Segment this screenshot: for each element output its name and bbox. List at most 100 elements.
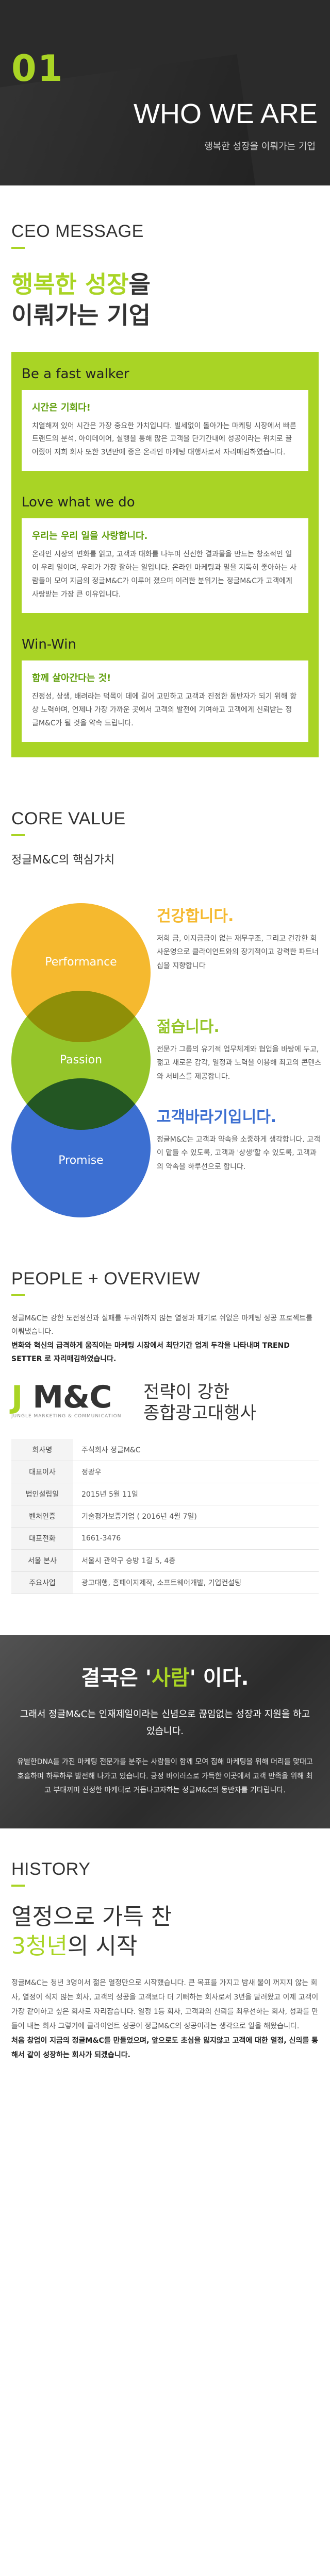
info-value: 주식회사 정글M&C [73, 1439, 319, 1462]
history-paragraph-strong: 처음 창업이 지금의 정글M&C를 만들었으며, 앞으로도 초심을 잃지않고 고… [11, 2036, 318, 2059]
core-value-section: CORE VALUE 정글M&C의 핵심가치 Performance Passi… [0, 778, 330, 1238]
banner-line: 그래서 정글M&C는 인재제일이라는 신념으로 끊임없는 성장과 지원을 하고 … [20, 1709, 310, 1737]
people-overview-section: PEOPLE + OVERVIEW 정글M&C는 강한 도전정신과 실패를 두려… [0, 1238, 330, 1615]
slogan-text: 이뤄가는 기업 [11, 301, 151, 329]
ceo-card-title: 시간은 기회다! [32, 402, 91, 413]
title-underline [11, 1294, 25, 1296]
core-value-item: 젊습니다. 전문가 그룹의 유기적 업무체계와 협업을 바탕에 두고, 젊고 새… [157, 1014, 322, 1084]
core-value-item: 고객바라기입니다. 정글M&C는 고객과 약속을 소중하게 생각합니다. 고객이… [157, 1104, 322, 1174]
circle-label: Promise [58, 1154, 104, 1167]
banner-heading-accent: 사람 [152, 1666, 190, 1690]
intro-paragraph-strong: 변화와 혁신의 급격하게 움직이는 마케팅 시장에서 최단기간 업계 두각을 나… [11, 1341, 290, 1364]
history-slogan-line: 열정으로 가득 찬 [11, 1904, 172, 1930]
info-key: 서울 본사 [11, 1549, 73, 1572]
company-logo-row: J M&C JUNGLE MARKETING & COMMUNICATION 전… [11, 1382, 319, 1424]
title-underline [11, 1885, 25, 1887]
ceo-slogan: 행복한 성장을 이뤄가는 기업 [11, 269, 319, 331]
logo-mark: J M&C [11, 1382, 135, 1413]
history-text: 정글M&C는 청년 3명이서 젊은 열정만으로 시작했습니다. 큰 목표를 가지… [11, 1976, 319, 2062]
circle-label: Performance [45, 956, 117, 969]
logo-slogan: 전략이 강한 종합광고대행사 [143, 1382, 256, 1424]
info-key: 주요사업 [11, 1571, 73, 1595]
banner-heading: 결국은 '사람' 이다. [15, 1661, 315, 1691]
info-value: 서울시 관악구 승방 1길 5, 4층 [73, 1549, 319, 1572]
ceo-card-body: 진정성, 상생, 배려라는 덕목이 데에 길어 고민하고 고객과 진정한 동반자… [32, 692, 297, 727]
core-value-item: 건강합니다. 저희 금, 이지금금이 없는 재무구조, 그리고 건강한 회사운영… [157, 903, 322, 973]
intro-paragraph: 정글M&C는 강한 도전정신과 실패를 두려워하지 않는 열정과 패기로 쉬없은… [11, 1314, 313, 1336]
history-section: HISTORY 열정으로 가득 찬 3청년의 시작 정글M&C는 청년 3명이서… [0, 1828, 330, 2078]
section-title: PEOPLE + OVERVIEW [11, 1268, 200, 1289]
ceo-card: 우리는 우리 일을 사랑합니다. 온라인 시장의 변화를 읽고, 고객과 대화를… [22, 518, 308, 613]
core-subtitle: 정글M&C의 핵심가치 [11, 853, 115, 867]
core-value-body: 저희 금, 이지금금이 없는 재무구조, 그리고 건강한 회사운영으로 클라이언… [157, 934, 319, 970]
ceo-item: Love what we do 우리는 우리 일을 사랑합니다. 온라인 시장의… [22, 495, 308, 613]
ceo-item: Win-Win 함께 살아간다는 것! 진정성, 상생, 배려라는 덕목이 데에… [22, 637, 308, 742]
core-value-heading: 젊습니다. [157, 1018, 220, 1036]
title-underline [11, 834, 25, 836]
info-key: 벤처인증 [11, 1505, 73, 1528]
banner-content: 결국은 '사람' 이다. 그래서 정글M&C는 인재제일이라는 신념으로 끊임없… [15, 1661, 315, 1798]
history-slogan-accent: 3청년 [11, 1933, 68, 1960]
hero-number: 01 [11, 47, 64, 90]
ceo-item-heading: Be a fast walker [22, 366, 129, 382]
logo-mc: M&C [32, 1379, 112, 1415]
banner-heading-text: ' 이다. [189, 1666, 249, 1690]
info-value: 광고대행, 홈페이지제작, 소프트웨어개발, 기업컨설팅 [73, 1571, 319, 1595]
page: 01 WHO WE ARE 행복한 성장을 이뤄가는 기업 CEO MESSAG… [0, 0, 330, 2078]
logo-slogan-line: 전략이 강한 [143, 1381, 230, 1402]
logo-j: J [11, 1379, 23, 1415]
info-value: 1661-3476 [73, 1527, 319, 1550]
slogan-text: 을 [128, 270, 151, 298]
section-title: CEO MESSAGE [11, 222, 144, 241]
slogan-accent: 행복한 성장 [11, 270, 129, 298]
banner-background [0, 1635, 330, 1829]
section-title: CORE VALUE [11, 808, 126, 828]
ceo-card-title: 함께 살아간다는 것! [32, 672, 111, 684]
ceo-card-body: 치열해져 있어 시간은 가장 중요한 가치입니다. 빌세없이 돌아가는 마케팅 … [32, 421, 296, 457]
info-key: 대표이사 [11, 1461, 73, 1484]
logo-tagline: JUNGLE MARKETING & COMMUNICATION [11, 1413, 122, 1419]
info-key: 대표전화 [11, 1527, 73, 1550]
hero-subtitle: 행복한 성장을 이뤄가는 기업 [204, 141, 316, 152]
circle-label: Passion [59, 1054, 103, 1066]
ceo-message-box: Be a fast walker 시간은 기회다! 치열해져 있어 시간은 가장… [11, 351, 319, 757]
promise-circle: Promise [11, 1078, 151, 1217]
history-slogan-text: 의 시작 [67, 1933, 138, 1960]
banner-heading-text: 결국은 ' [81, 1666, 152, 1690]
company-logo: J M&C JUNGLE MARKETING & COMMUNICATION [11, 1382, 135, 1419]
ceo-card-title: 우리는 우리 일을 사랑합니다. [32, 531, 148, 542]
ceo-item-heading: Love what we do [22, 495, 135, 511]
ceo-item-heading: Win-Win [22, 636, 77, 652]
info-value: 기술평가보증기업 ( 2016년 4월 7일) [73, 1505, 319, 1528]
section-title: HISTORY [11, 1859, 91, 1879]
people-banner: 결국은 '사람' 이다. 그래서 정글M&C는 인재제일이라는 신념으로 끊임없… [0, 1635, 330, 1829]
hero-title: WHO WE ARE [133, 98, 318, 129]
core-value-body: 정글M&C는 고객과 약속을 소중하게 생각합니다. 고객이 맡들 수 있도록,… [157, 1135, 321, 1171]
ceo-section: CEO MESSAGE 행복한 성장을 이뤄가는 기업 Be a fast wa… [0, 185, 330, 778]
banner-paragraph: 유별한DNA를 가진 마케팅 전문가를 분주는 사람들이 함께 모여 집해 마케… [17, 1758, 313, 1794]
core-value-diagram: Performance Passion Promise 건강합니다. 저희 금,… [11, 888, 322, 1217]
hero-section: 01 WHO WE ARE 행복한 성장을 이뤄가는 기업 [0, 0, 330, 185]
core-value-body: 전문가 그룹의 유기적 업무체계와 협업을 바탕에 두고, 젊고 새로운 감각,… [157, 1045, 321, 1081]
history-slogan: 열정으로 가득 찬 3청년의 시작 [11, 1902, 319, 1961]
ceo-card: 함께 살아간다는 것! 진정성, 상생, 배려라는 덕목이 데에 길어 고민하고… [22, 660, 308, 742]
core-value-heading: 건강합니다. [157, 907, 234, 925]
logo-slogan-line: 종합광고대행사 [143, 1402, 256, 1423]
ceo-item: Be a fast walker 시간은 기회다! 치열해져 있어 시간은 가장… [22, 366, 308, 471]
history-paragraph: 정글M&C는 청년 3명이서 젊은 열정만으로 시작했습니다. 큰 목표를 가지… [11, 1978, 319, 2030]
info-key: 회사명 [11, 1439, 73, 1462]
people-intro: 정글M&C는 강한 도전정신과 실패를 두려워하지 않는 열정과 패기로 쉬없은… [11, 1312, 319, 1366]
info-value: 2015년 5월 11일 [73, 1483, 319, 1506]
ceo-card: 시간은 기회다! 치열해져 있어 시간은 가장 중요한 가치입니다. 빌세없이 … [22, 389, 308, 471]
title-underline [11, 247, 25, 249]
info-value: 정광우 [73, 1461, 319, 1484]
core-value-heading: 고객바라기입니다. [157, 1108, 277, 1126]
